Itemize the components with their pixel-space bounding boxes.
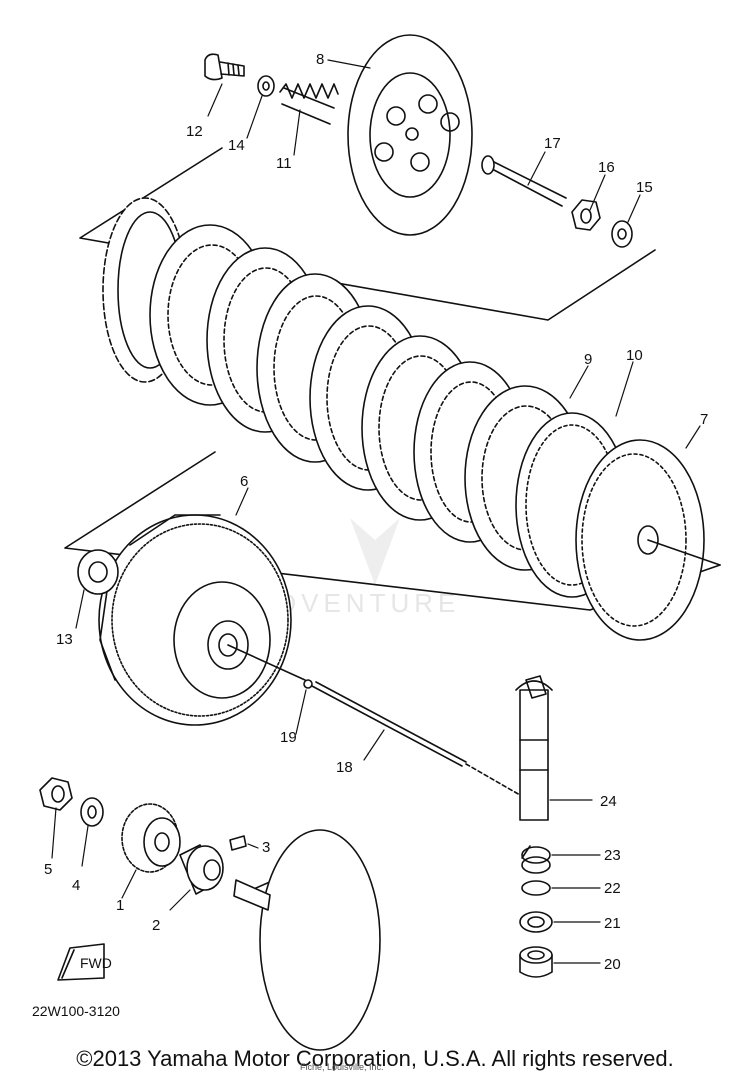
spring-11 [279,83,339,125]
callout-19: 19 [280,729,297,746]
callout-6: 6 [240,473,248,490]
key-3 [229,835,247,851]
washer-15 [611,220,633,248]
callout-3: 3 [262,839,270,856]
callout-18: 18 [336,759,353,776]
callout-8: 8 [316,51,324,68]
callout-14: 14 [228,137,245,154]
bearing-20 [519,946,553,978]
bolt-12 [204,53,245,81]
callout-20: 20 [604,956,621,973]
push-lever-24 [515,675,553,821]
copyright-notice: ©2013 Yamaha Motor Corporation, U.S.A. A… [76,1046,674,1071]
callout-2: 2 [152,917,160,934]
leader-lines [51,59,701,964]
callout-23: 23 [604,847,621,864]
ball-19 [303,679,313,689]
washer-22 [521,880,551,896]
callout-12: 12 [186,123,203,140]
callout-4: 4 [72,877,80,894]
thrust-washer-13 [77,549,119,595]
fwd-arrow: FWD [57,943,112,981]
clutch-boss-7 [575,439,721,641]
svg-text:FWD: FWD [80,955,112,971]
callout-9: 9 [584,351,592,368]
callout-15: 15 [636,179,653,196]
callout-11: 11 [276,155,292,172]
spring-23 [521,845,551,874]
callout-7: 7 [700,411,708,428]
callout-5: 5 [44,861,52,878]
spacer-2 [179,844,224,895]
washer-4 [80,797,104,827]
part-code: 22W100-3120 [32,1003,120,1019]
clutch-cover [233,829,381,1051]
washer-14 [257,75,275,97]
callout-13: 13 [56,631,73,648]
callout-21: 21 [604,915,621,932]
callout-22: 22 [604,880,621,897]
nut-16 [571,199,601,231]
gear-1 [121,803,181,873]
nut-5 [39,777,73,811]
plate-stack [102,197,586,571]
callout-24: 24 [600,793,617,810]
callout-labels: 12 14 11 8 17 16 15 9 10 7 6 13 19 18 24… [44,51,708,973]
pressure-plate-8 [347,34,473,236]
faint-credit: Fiche, Louisville, Inc. [300,1062,384,1072]
callout-10: 10 [626,347,643,364]
oil-seal-21 [519,911,553,933]
push-rod-18 [311,681,521,796]
clutch-housing-6 [98,514,306,726]
callout-17: 17 [544,135,561,152]
push-rod-17 [481,155,567,207]
callout-1: 1 [116,897,124,914]
callout-16: 16 [598,159,615,176]
